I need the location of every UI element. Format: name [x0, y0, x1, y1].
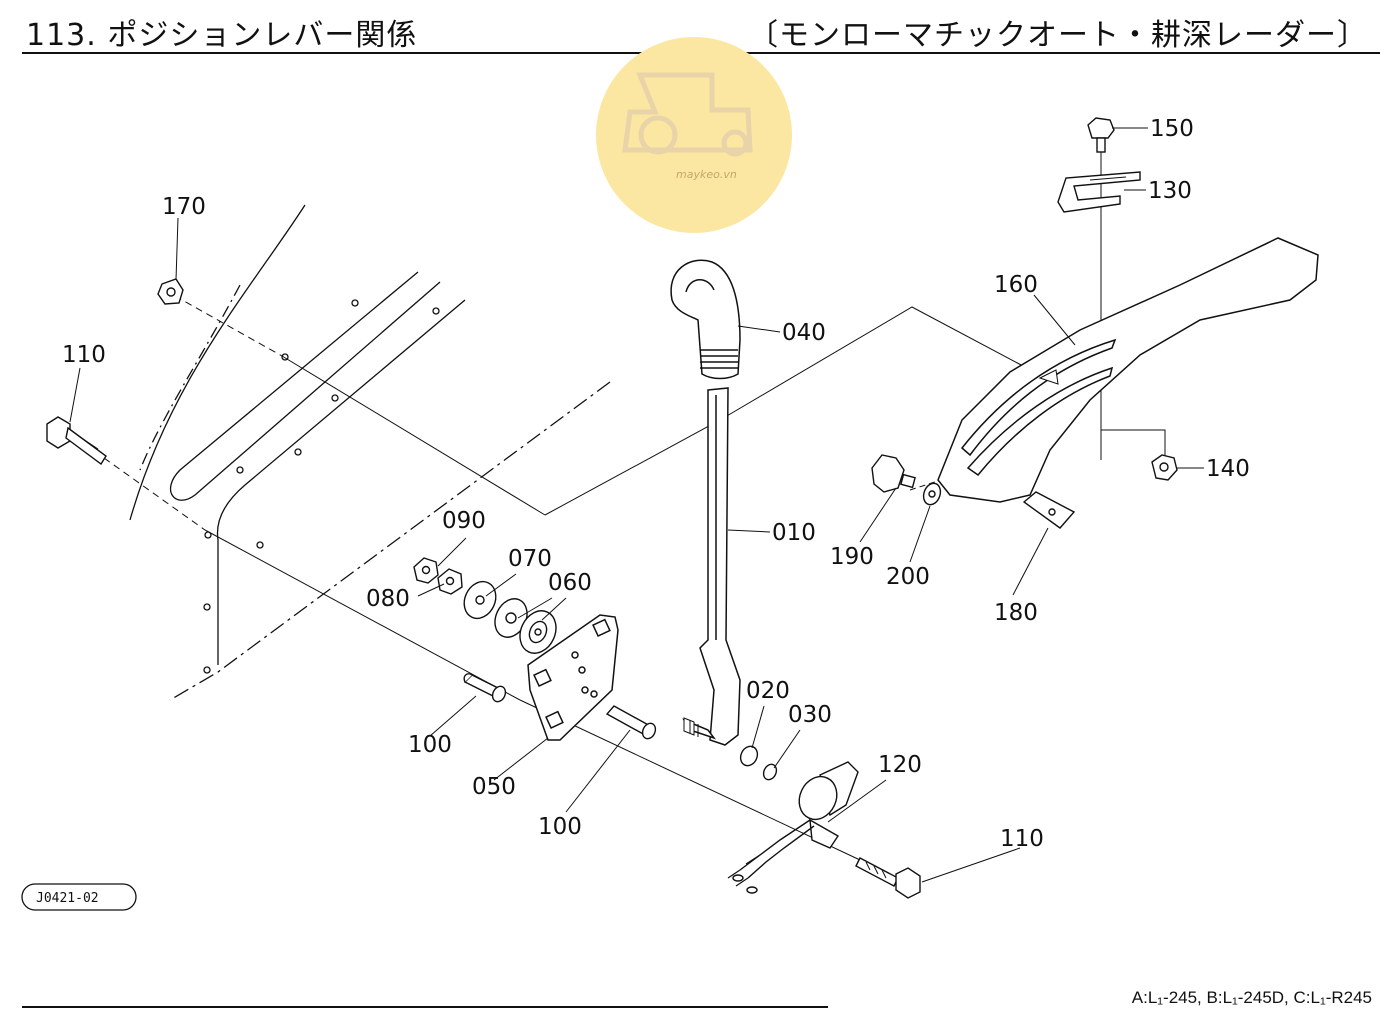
- bolt-110-right: [855, 857, 921, 899]
- lever-010: [682, 387, 741, 746]
- assembly-lines: [103, 152, 1166, 861]
- watermark-text: maykeo.vn: [676, 168, 737, 181]
- bushings: [739, 745, 778, 781]
- label-200: 200: [886, 564, 930, 590]
- side-panel: [129, 204, 611, 701]
- label-080: 080: [366, 586, 410, 612]
- figure-ref-badge: J0421-02: [21, 883, 137, 911]
- label-070: 070: [508, 546, 552, 572]
- label-100-right: 100: [538, 814, 582, 840]
- label-190: 190: [830, 544, 874, 570]
- spacers-100: [463, 673, 657, 740]
- label-040: 040: [782, 320, 826, 346]
- plate-050: [527, 614, 619, 741]
- label-150: 150: [1150, 116, 1194, 142]
- label-160: 160: [994, 272, 1038, 298]
- page-subtitle: 〔モンローマチックオート・耕深レーダー〕: [748, 18, 1368, 53]
- grip-040: [670, 259, 741, 380]
- label-020: 020: [746, 678, 790, 704]
- nut-170: [157, 278, 184, 305]
- label-120: 120: [878, 752, 922, 778]
- label-170: 170: [162, 194, 206, 220]
- bolt-110-left: [46, 416, 107, 466]
- label-030: 030: [788, 702, 832, 728]
- nut-140: [1151, 454, 1178, 481]
- model-note: A:L₁-245, B:L₁-245D, C:L₁-R245: [1131, 988, 1372, 1007]
- label-100-left: 100: [408, 732, 452, 758]
- figure-ref-text: J0421-02: [36, 891, 99, 906]
- label-180: 180: [994, 600, 1038, 626]
- nuts-washers: [413, 557, 557, 654]
- label-010: 010: [772, 520, 816, 546]
- label-leaders: [69, 127, 1204, 883]
- part-labels: 170 110 150 130 160 140 040 010 190 200 …: [62, 116, 1250, 852]
- bracket-130: [1057, 171, 1141, 213]
- page-title: 113. ポジションレバー関係: [26, 18, 418, 53]
- sensor-120: [727, 761, 859, 894]
- plate-180: [1022, 491, 1076, 529]
- label-090: 090: [442, 508, 486, 534]
- footer-rule: [22, 1006, 828, 1008]
- label-140: 140: [1206, 456, 1250, 482]
- label-110-right: 110: [1000, 826, 1044, 852]
- label-060: 060: [548, 570, 592, 596]
- knob-190: [871, 454, 942, 506]
- label-050: 050: [472, 774, 516, 800]
- watermark-logo: maykeo.vn: [596, 37, 792, 233]
- bolt-150: [1087, 117, 1115, 153]
- label-110-left: 110: [62, 342, 106, 368]
- quadrant-160: [937, 237, 1319, 503]
- label-130: 130: [1148, 178, 1192, 204]
